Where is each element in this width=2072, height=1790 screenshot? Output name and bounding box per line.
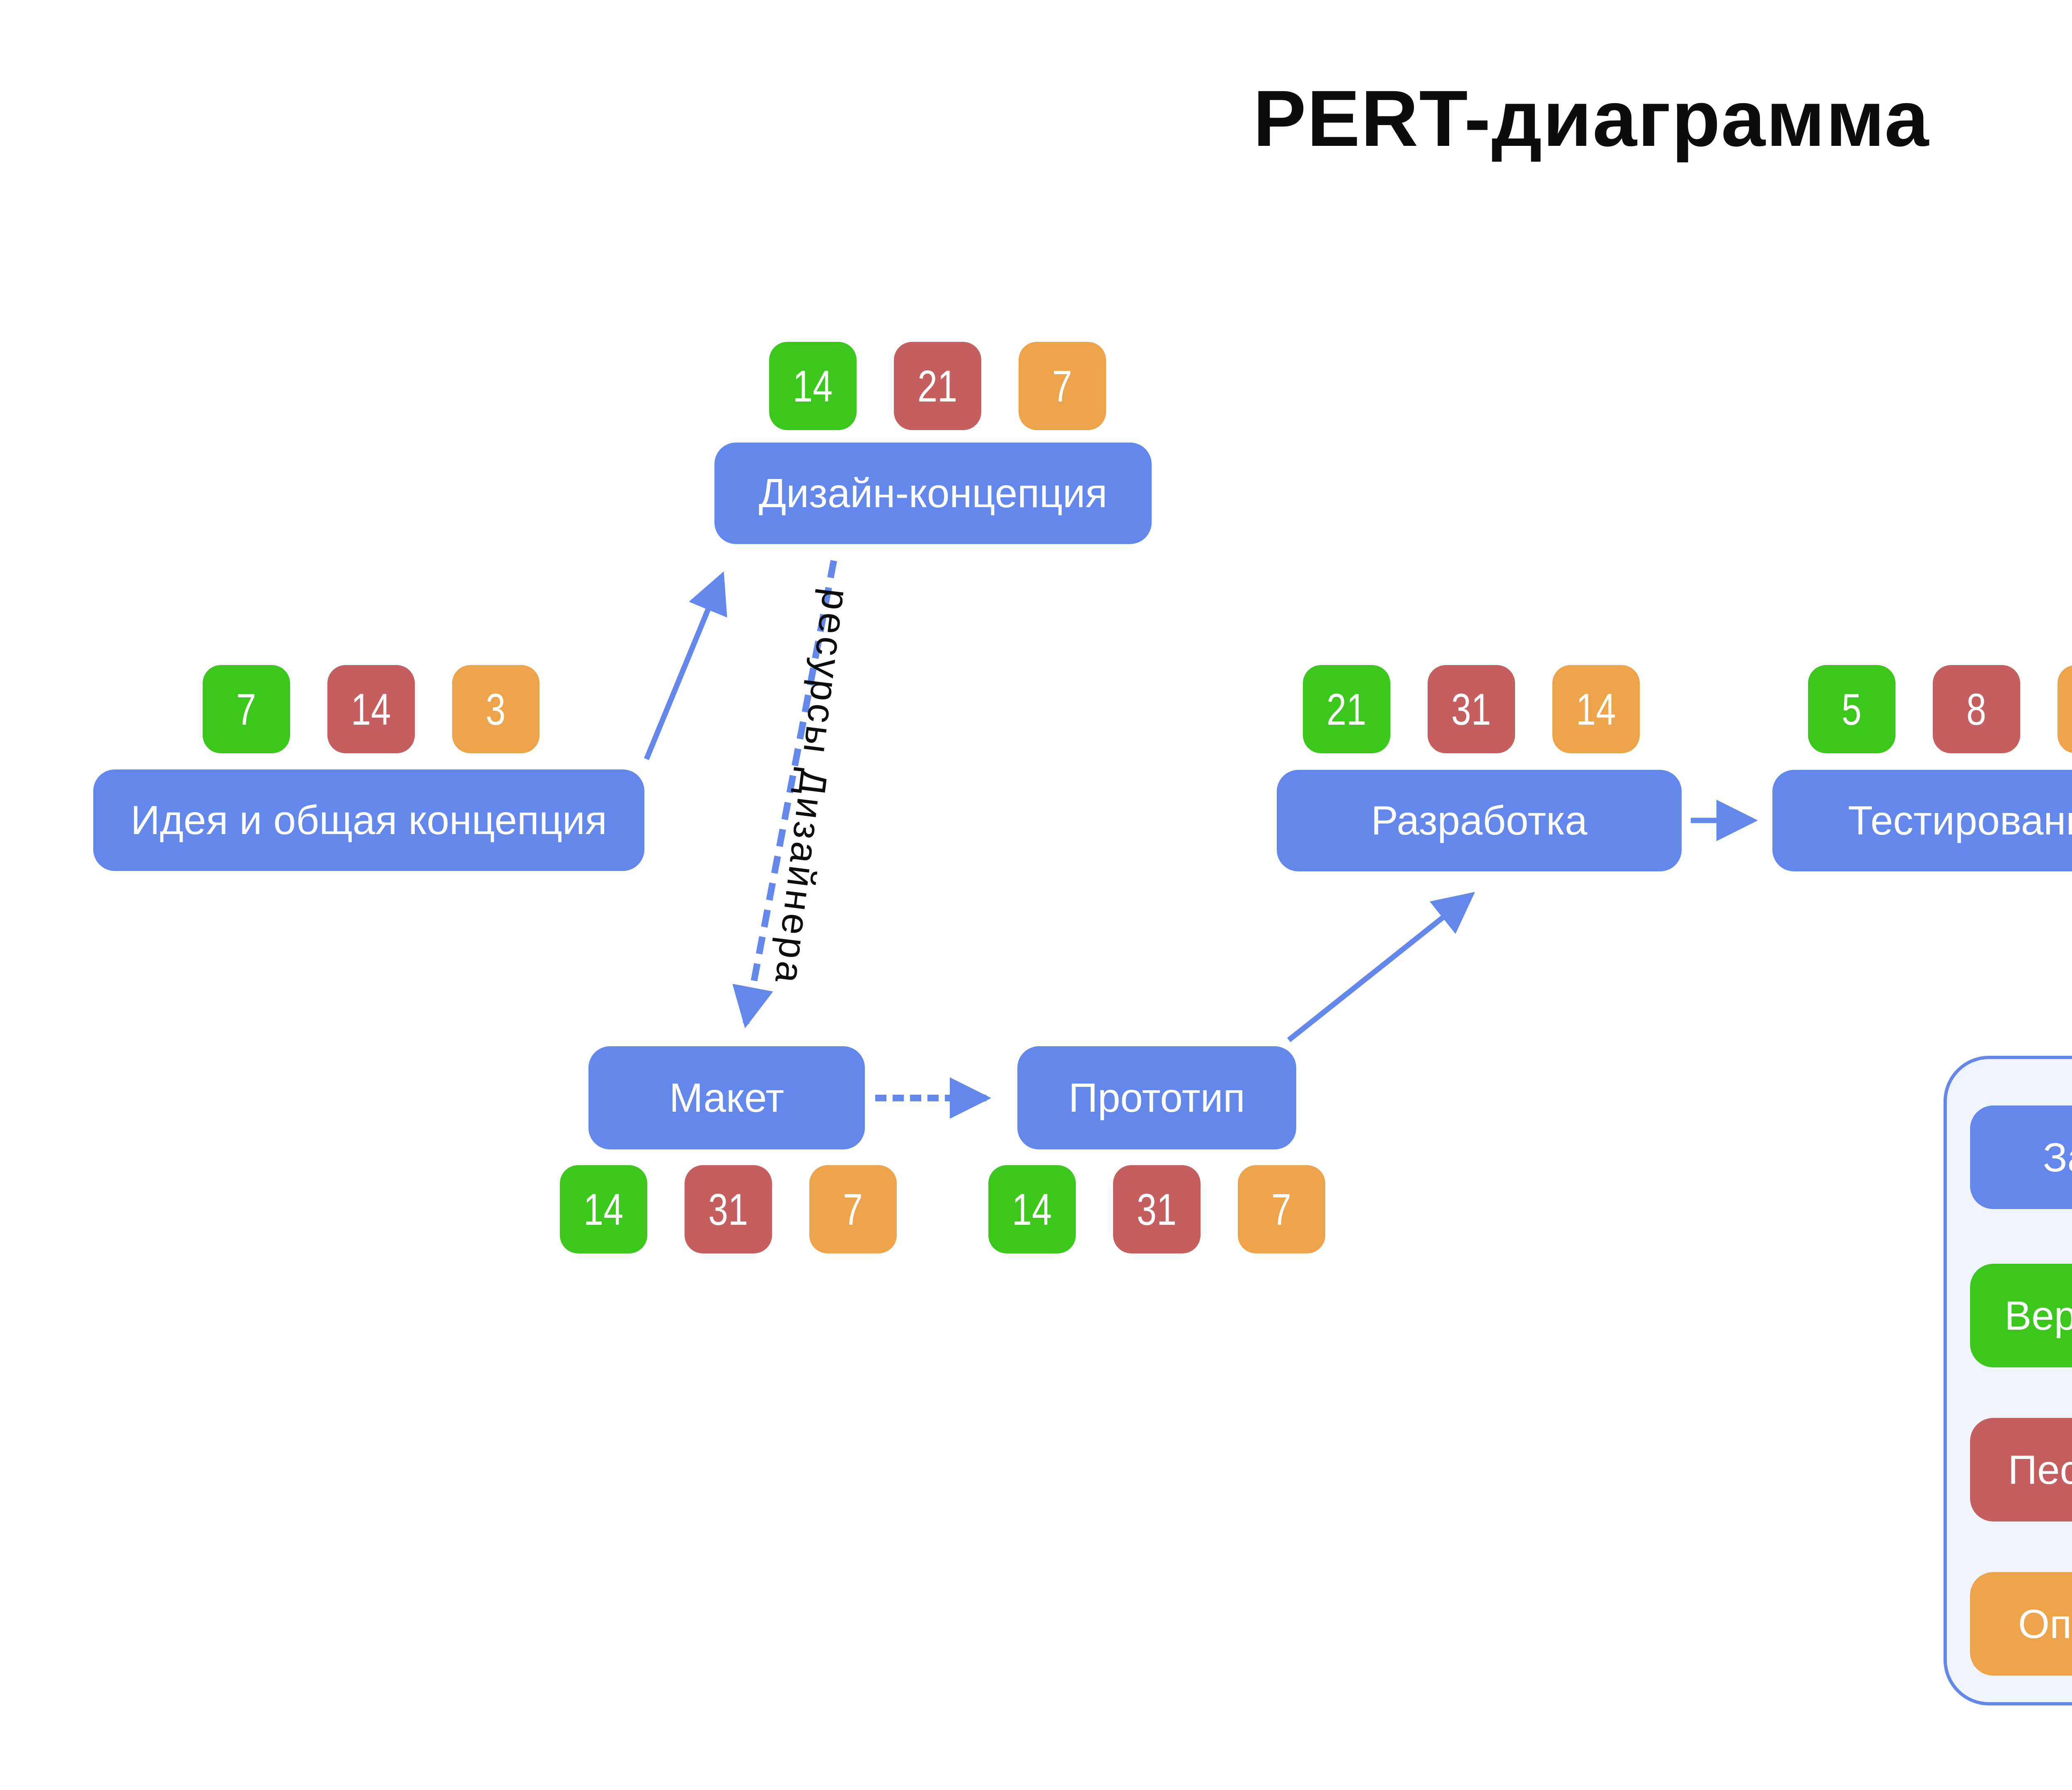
badge-row-design: 14 21 7 [769, 342, 1106, 430]
legend-probable-label: Вероятный срок [2004, 1292, 2072, 1338]
node-design-label: Дизайн-концепция [758, 470, 1108, 516]
legend-panel: Задача Вероятный срок Пессимистичный сро… [1944, 1056, 2072, 1705]
node-testing-label: Тестирование [1848, 798, 2072, 843]
legend-optimistic-pill: Оптимистичный срок [1970, 1572, 2072, 1676]
badge-row-testing: 5 8 3 [1808, 665, 2072, 753]
badge-maket-optimistic: 7 [809, 1165, 897, 1253]
legend-optimistic-label: Оптимистичный срок [2018, 1601, 2072, 1647]
edge-label-designer-resources: ресурсы Дизайнера [767, 586, 858, 988]
node-development-label: Разработка [1371, 798, 1588, 843]
badge-prototype-probable: 14 [988, 1165, 1076, 1253]
edge-idea-design [644, 571, 727, 760]
node-development: Разработка [1277, 770, 1682, 871]
badge-development-probable: 21 [1303, 665, 1390, 753]
badge-testing-probable: 5 [1808, 665, 1895, 753]
edge-prototype-development [1287, 892, 1475, 1043]
badge-maket-pessimistic: 31 [685, 1165, 772, 1253]
badge-idea-probable: 7 [203, 665, 290, 753]
badge-row-development: 21 31 14 [1303, 665, 1640, 753]
badge-design-pessimistic: 21 [894, 342, 981, 430]
badge-row-idea: 7 14 3 [203, 665, 540, 753]
badge-maket-probable: 14 [560, 1165, 647, 1253]
badge-prototype-pessimistic: 31 [1113, 1165, 1201, 1253]
node-prototype: Прототип [1017, 1046, 1296, 1149]
badge-design-probable: 14 [769, 342, 857, 430]
badge-development-pessimistic: 31 [1428, 665, 1515, 753]
badge-row-prototype: 14 31 7 [988, 1165, 1325, 1253]
diagram-title: PERT-диаграмма [1253, 74, 1930, 163]
badge-row-maket: 14 31 7 [560, 1165, 897, 1253]
badge-idea-pessimistic: 14 [327, 665, 415, 753]
node-maket-label: Макет [669, 1075, 784, 1120]
node-maket: Макет [588, 1046, 865, 1149]
badge-testing-optimistic: 3 [2057, 665, 2072, 753]
badge-design-optimistic: 7 [1019, 342, 1106, 430]
node-prototype-label: Прототип [1068, 1075, 1245, 1120]
badge-prototype-optimistic: 7 [1238, 1165, 1325, 1253]
legend-pessimistic-label: Пессимистичный срок [2008, 1447, 2072, 1492]
legend-task-pill: Задача [1970, 1105, 2072, 1209]
badge-idea-optimistic: 3 [452, 665, 540, 753]
badge-development-optimistic: 14 [1552, 665, 1640, 753]
legend-probable-pill: Вероятный срок [1970, 1264, 2072, 1367]
legend-pessimistic-pill: Пессимистичный срок [1970, 1418, 2072, 1522]
node-idea-label: Идея и общая концепция [131, 797, 607, 843]
node-testing: Тестирование [1772, 770, 2072, 871]
node-design: Дизайн-концепция [714, 443, 1152, 544]
badge-testing-pessimistic: 8 [1933, 665, 2020, 753]
legend-task-label: Задача [2043, 1134, 2072, 1180]
node-idea: Идея и общая концепция [93, 769, 644, 871]
